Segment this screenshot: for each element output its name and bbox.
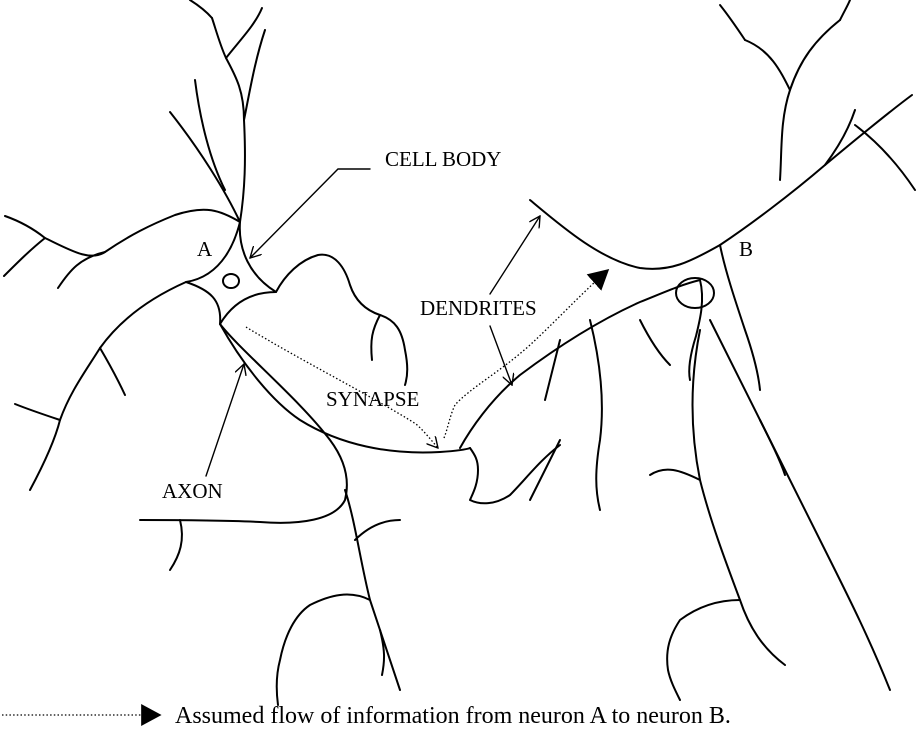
- neuron-b-body-right: [720, 245, 760, 390]
- neuron-a-dendrite-branch: [380, 630, 384, 675]
- neuron-b-dendrite-branch: [825, 110, 855, 165]
- neuron-b-dendrite-branch: [855, 125, 915, 190]
- neuron-a-dendrite-branch: [58, 252, 105, 288]
- neuron-a-label: A: [197, 237, 213, 261]
- dendrites-pointer-up: [490, 216, 540, 294]
- neuron-b-dendrite-branch: [590, 320, 602, 510]
- neuron-b-dendrite-lower: [693, 330, 786, 665]
- neuron-a-dendrite-branch: [100, 348, 125, 395]
- cell-body-pointer: [250, 169, 370, 258]
- axon-label: AXON: [162, 479, 223, 503]
- neuron-b-dendrite-branch: [720, 5, 745, 40]
- neuron-a-dendrite-branch: [190, 0, 212, 18]
- synapse-label: SYNAPSE: [326, 387, 419, 411]
- label-pointers: [206, 169, 540, 476]
- dendrites-label: DENDRITES: [420, 296, 537, 320]
- neuron-b-dendrite-branch: [650, 470, 700, 480]
- neuron-b: [460, 0, 915, 700]
- synapse-terminal: [470, 445, 560, 503]
- neuron-a-dendrite-branch: [4, 238, 45, 276]
- neuron-a-dendrite-branch: [15, 404, 60, 420]
- neuron-b-label: B: [739, 237, 753, 261]
- neuron-a-dendrite-branch: [244, 30, 265, 120]
- neuron-b-dendrite-branch: [840, 0, 850, 20]
- neuron-a-dendrite-lower-left: [30, 282, 186, 490]
- neuron-b-nucleus: [676, 278, 714, 308]
- neuron-a-nucleus: [223, 274, 239, 288]
- neuron-a-dendrite-branch: [226, 8, 262, 58]
- neuron-a: [4, 0, 470, 705]
- neuron-a-dendrite-upper: [212, 18, 245, 222]
- neuron-a-dendrite-branch: [371, 315, 380, 360]
- neuron-b-dendrite-branch: [545, 340, 560, 400]
- neuron-a-dendrite-branch: [355, 520, 400, 540]
- neuron-b-upper-dendrite: [530, 95, 912, 269]
- neuron-a-dendrite-branch: [170, 112, 240, 222]
- neuron-b-dendrite-right: [710, 320, 890, 690]
- neuron-a-dendrite-branch: [277, 595, 370, 705]
- cell-body-label: CELL BODY: [385, 147, 501, 171]
- neuron-b-dendrite-branch: [640, 320, 670, 365]
- neuron-b-dendrite-branch: [667, 600, 740, 700]
- axon-pointer: [206, 364, 244, 476]
- neuron-a-dendrite-branch: [170, 520, 182, 570]
- legend: Assumed flow of information from neuron …: [2, 703, 731, 729]
- neuron-a-dendrite-upper-right: [276, 255, 407, 385]
- neuron-a-dendrite-branch: [195, 80, 225, 190]
- neuron-b-dendrite-branch: [745, 40, 790, 90]
- dendrites-pointer-down: [490, 326, 512, 385]
- neuron-b-dendrite-branch: [760, 420, 785, 475]
- legend-text: Assumed flow of information from neuron …: [175, 703, 731, 729]
